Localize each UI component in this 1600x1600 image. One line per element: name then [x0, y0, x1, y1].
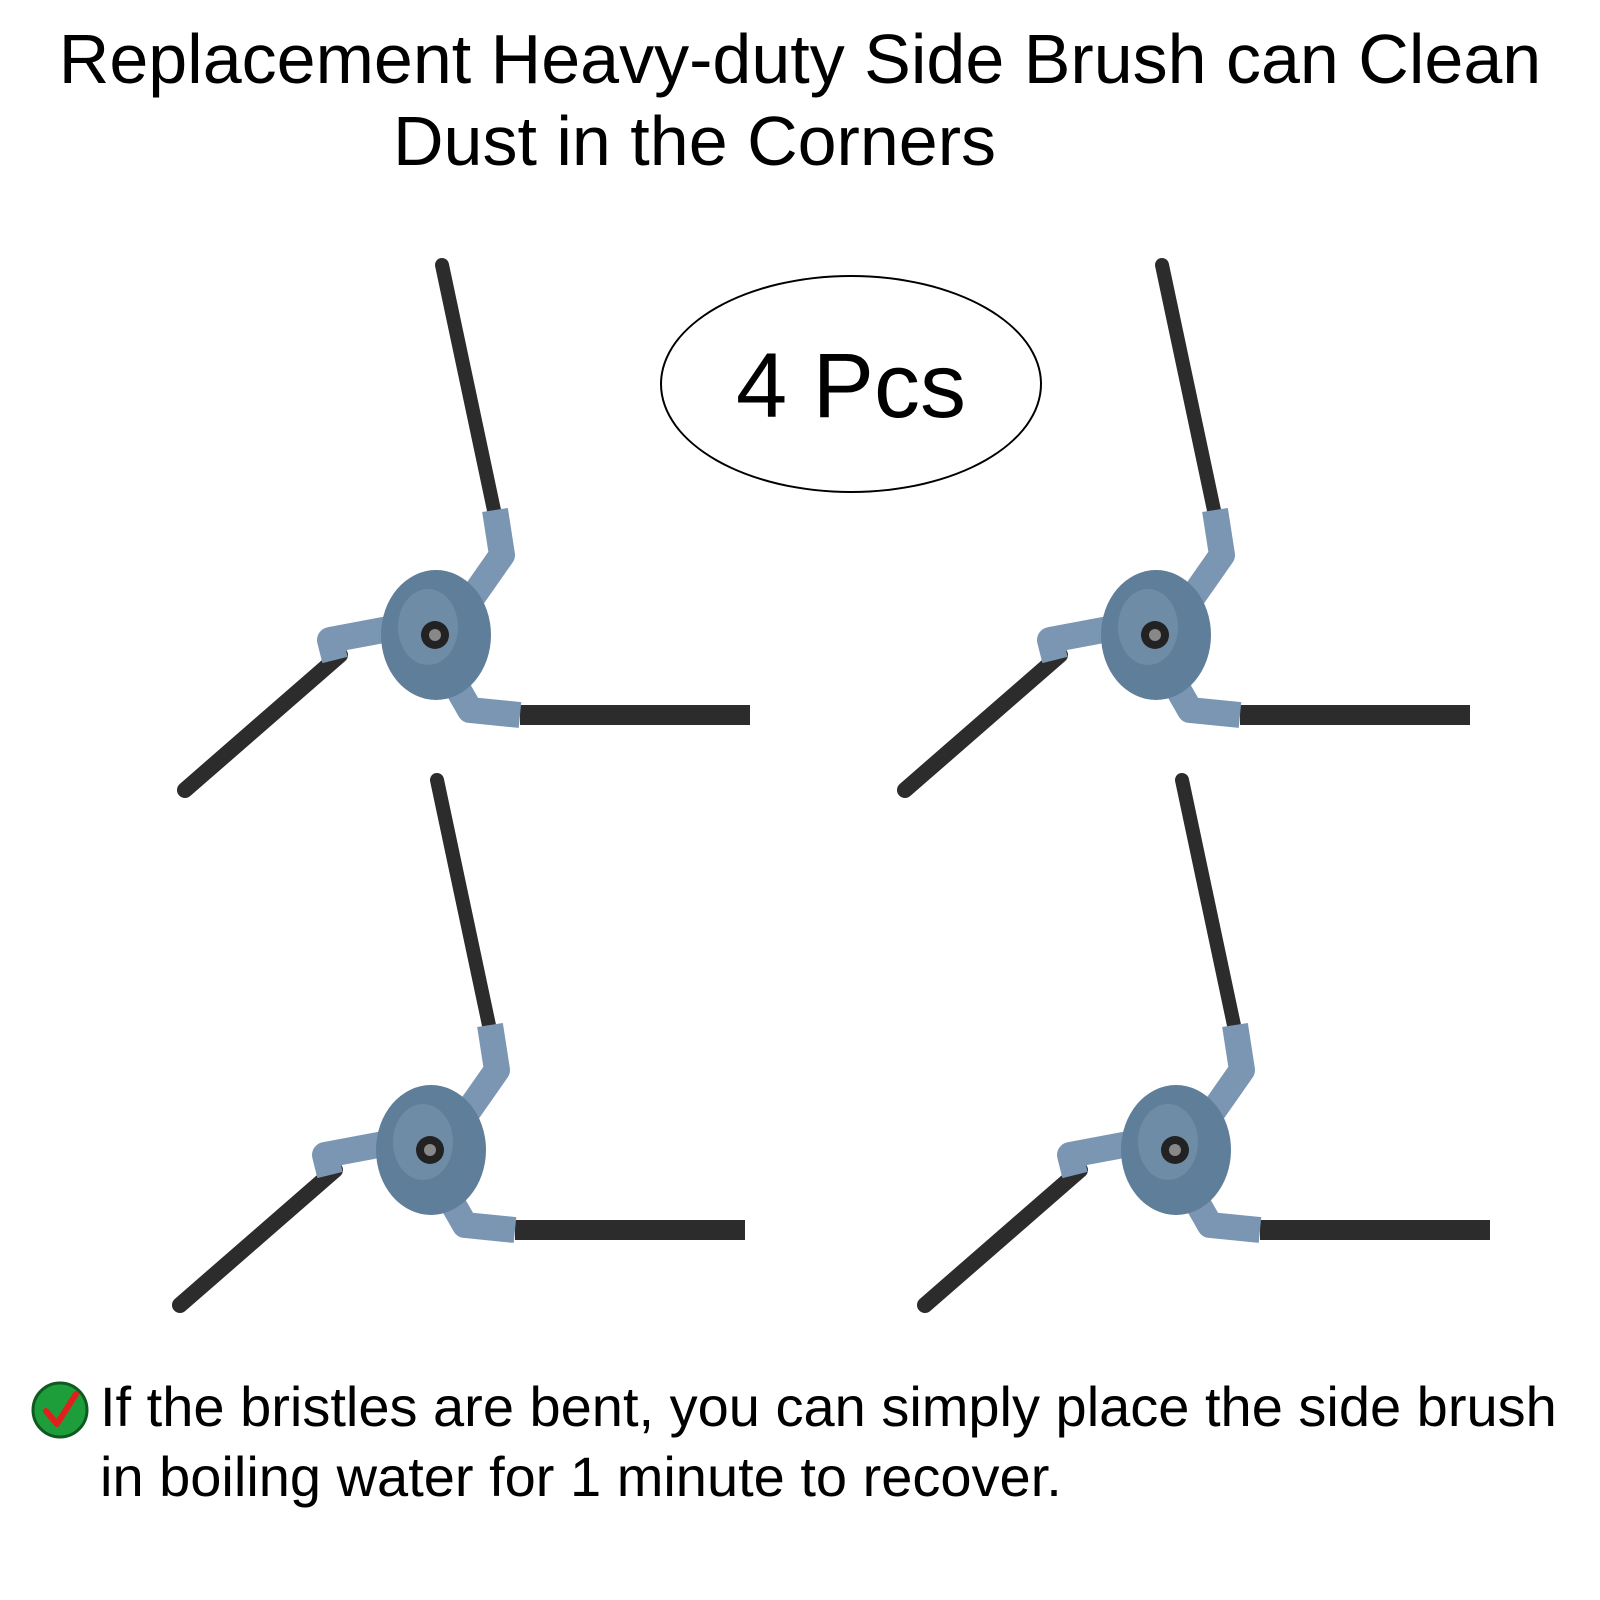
headline-line-1: Replacement Heavy-duty Side Brush can Cl… [58, 20, 1542, 98]
side-brush-icon [177, 258, 750, 798]
side-brush-image-2 [880, 255, 1500, 815]
side-brush-icon [917, 773, 1490, 1313]
side-brush-image-4 [900, 770, 1520, 1330]
check-icon [31, 1381, 89, 1439]
quantity-badge: 4 Pcs [660, 275, 1042, 493]
quantity-badge-label: 4 Pcs [735, 334, 967, 437]
headline: Replacement Heavy-duty Side Brush can Cl… [0, 18, 1600, 182]
side-brush-image-3 [155, 770, 775, 1330]
headline-line-2: Dust in the Corners [393, 102, 997, 180]
side-brush-icon [897, 258, 1470, 798]
side-brush-icon [172, 773, 745, 1313]
side-brush-image-1 [160, 255, 780, 815]
care-note-text: If the bristles are bent, you can simply… [100, 1375, 1557, 1508]
care-note: If the bristles are bent, you can simply… [30, 1372, 1590, 1512]
